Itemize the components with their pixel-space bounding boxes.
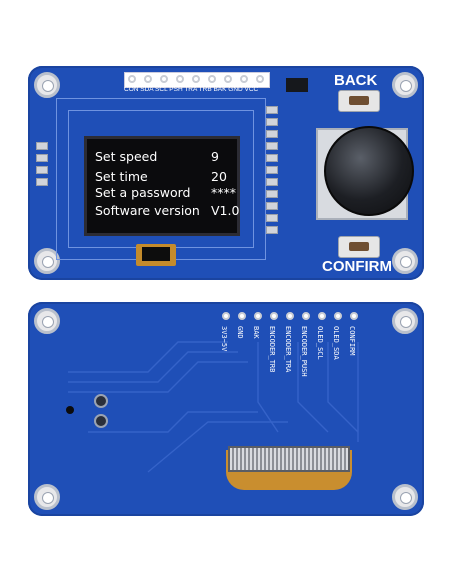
fpc-connector [228,446,350,472]
smd-component [266,154,278,162]
header-pin [270,312,278,320]
smd-component [266,130,278,138]
header-pin [240,75,248,83]
display-flex-tab [136,244,176,266]
header-pin [208,75,216,83]
smd-component [36,178,48,186]
confirm-label: CONFIRM [322,258,392,275]
smd-component [266,166,278,174]
smd-component [266,190,278,198]
pin-label: ENCODER_TRA [284,326,292,373]
header-pin [128,75,136,83]
mounting-hole-icon [34,72,60,98]
header-pin [334,312,342,320]
smd-component [266,178,278,186]
header-pin [286,312,294,320]
smd-component [266,142,278,150]
menu-value: 20 [211,169,227,184]
smd-component [266,202,278,210]
pin-labels: CON SDA SCL PSH TRA TRB BAK GND VCC [124,86,259,93]
header-pin [318,312,326,320]
menu-label: Software version [95,203,200,218]
header-pin [160,75,168,83]
smd-component [36,142,48,150]
pin-label: ENCODER_TRB [268,326,276,373]
mounting-hole-icon [392,248,418,274]
smd-component [36,154,48,162]
via-hole [94,414,108,428]
menu-row-time: Set time 20 [95,169,231,185]
pin-label: OLED_SDA [332,326,340,360]
circuit-traces [68,341,359,473]
menu-value: 9 [211,149,219,164]
back-label: BACK [334,72,378,89]
menu-value: **** [211,185,236,200]
mounting-hole-icon [34,484,60,510]
back-button[interactable] [338,90,380,112]
smd-component [266,118,278,126]
mounting-hole-icon [392,484,418,510]
pin-label: OLED_SCL [316,326,324,360]
smd-component [266,214,278,222]
header-pin [222,312,230,320]
smd-component [266,226,278,234]
menu-row-speed: Set speed 9 [95,149,231,165]
menu-label: Set a password [95,185,191,200]
via-hole [66,406,74,414]
pin-label: ENCODER_PUSH [300,326,308,377]
header-pin [256,75,264,83]
pcb-front: CON SDA SCL PSH TRA TRB BAK GND VCC BACK… [28,66,424,280]
confirm-button[interactable] [338,236,380,258]
mounting-hole-icon [34,248,60,274]
menu-row-version: Software version V1.0 [95,203,239,219]
smd-component [266,106,278,114]
header-pin [224,75,232,83]
header-pin [238,312,246,320]
oled-display: Set speed 9 Set time 20 Set a password *… [84,136,240,236]
menu-label: Set speed [95,149,158,164]
mounting-hole-icon [392,308,418,334]
mounting-hole-icon [392,72,418,98]
smd-component [36,166,48,174]
header-pin [254,312,262,320]
header-pin [192,75,200,83]
menu-row-password: Set a password **** [95,185,236,201]
pin-label: CONFIRM [348,326,356,356]
rotary-encoder-knob-icon[interactable] [324,126,414,216]
header-pin [350,312,358,320]
via-hole [94,394,108,408]
pcb-back: 3V3~5V GND BAK ENCODER_TRB ENCODER_TRA E… [28,302,424,516]
pin-label: BAK [252,326,260,339]
header-pin [176,75,184,83]
ic-chip [286,78,308,92]
pin-label: 3V3~5V [220,326,228,352]
mounting-hole-icon [34,308,60,334]
pin-label: GND [236,326,244,339]
menu-value: V1.0 [211,203,240,218]
header-pin [144,75,152,83]
header-pin [302,312,310,320]
menu-label: Set time [95,169,148,184]
